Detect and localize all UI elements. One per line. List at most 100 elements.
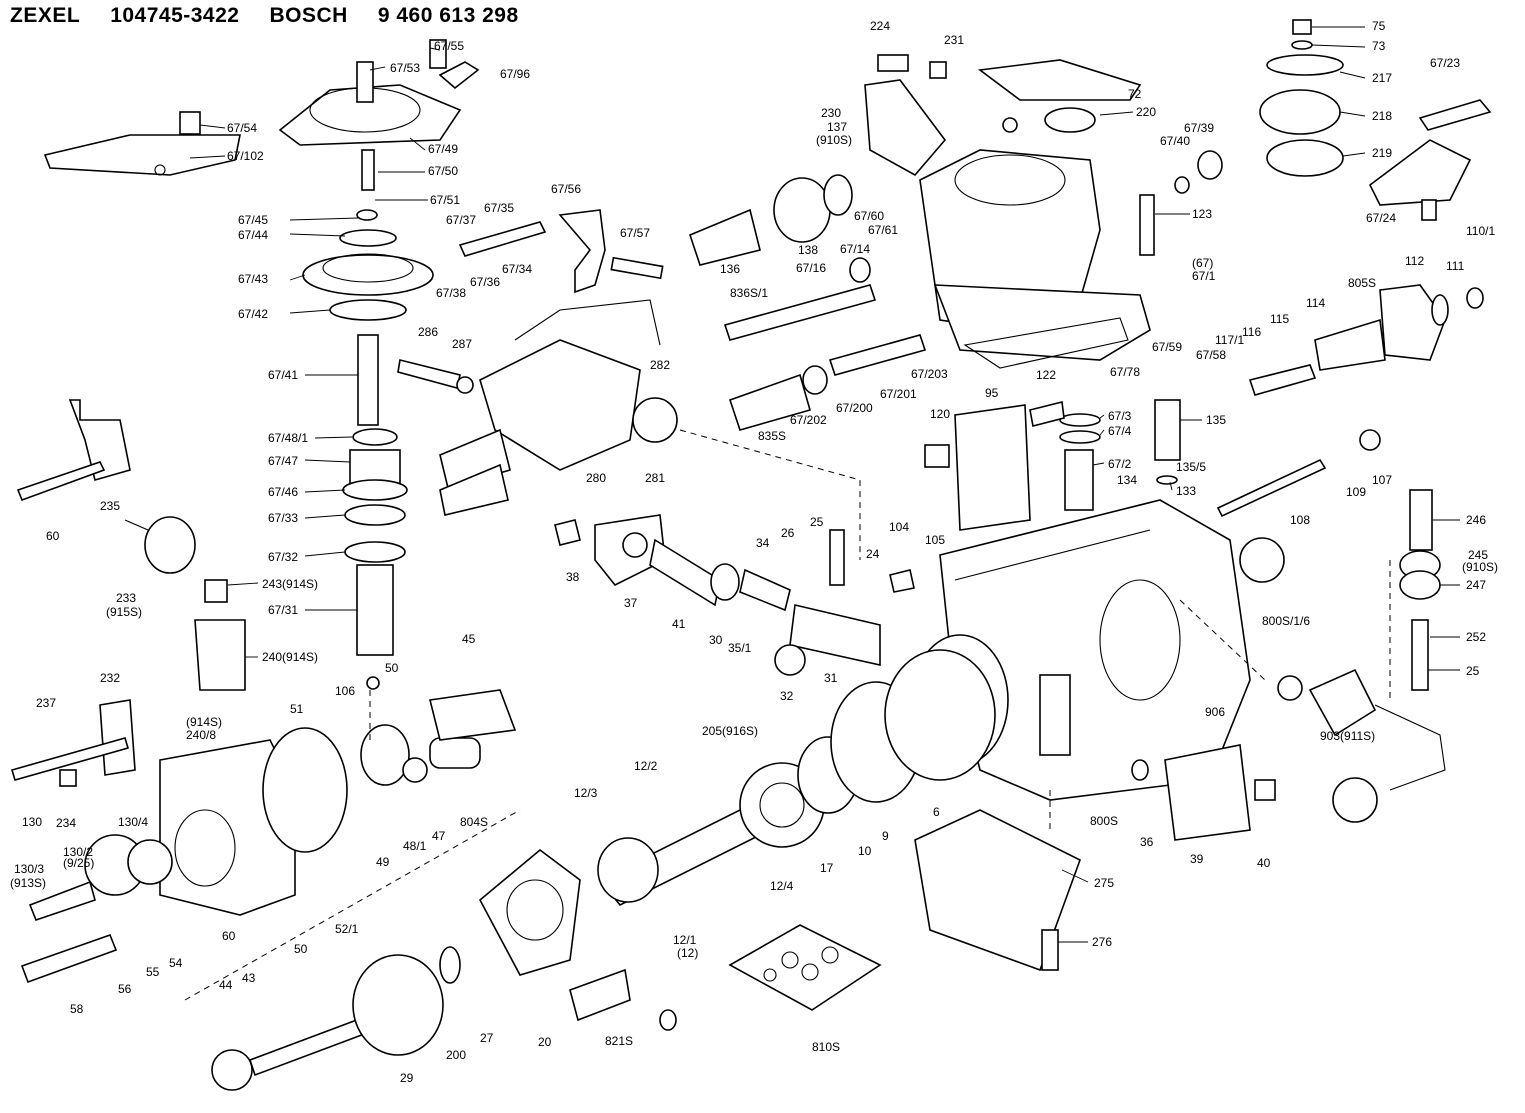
upper-housing xyxy=(864,54,1151,369)
part-callout-label: 55 xyxy=(146,965,160,979)
drive-end-housing xyxy=(11,699,348,916)
part-callout-label: 67/200 xyxy=(836,401,873,415)
part-callout-label: 44 xyxy=(219,978,233,992)
part-callout-label: 52/1 xyxy=(335,922,359,936)
part-callout-label: 115 xyxy=(1270,312,1290,326)
part-callout-label: 67/14 xyxy=(840,242,871,256)
right-side-parts xyxy=(1154,284,1484,823)
part-callout-label: 134 xyxy=(1117,473,1138,487)
part-callout-label: 245 xyxy=(1468,548,1489,562)
part-callout-label: 200 xyxy=(446,1048,467,1062)
part-callout-label: 12/4 xyxy=(770,879,794,893)
part-callout-label: 27 xyxy=(480,1031,494,1045)
governor-bracket xyxy=(43,111,241,176)
part-callout-label: 233 xyxy=(116,591,137,605)
part-callout-label: 60 xyxy=(222,929,236,943)
part-callout-label: 836S/1 xyxy=(730,286,769,300)
part-callout-label: 51 xyxy=(290,702,304,716)
part-callout-label: 800S xyxy=(1090,814,1119,828)
part-callout-label: 130/3 xyxy=(14,862,45,876)
part-callout-label: 67/102 xyxy=(227,149,264,163)
part-callout-label: 123 xyxy=(1192,207,1213,221)
part-callout-label: 12/2 xyxy=(634,759,658,773)
part-callout-label: 232 xyxy=(100,671,121,685)
part-callout-label: 133 xyxy=(1176,484,1197,498)
part-callout-label: 67/45 xyxy=(238,213,269,227)
part-callout-label: 217 xyxy=(1372,71,1393,85)
part-callout-label: 112 xyxy=(1405,254,1425,268)
part-callout-label: 246 xyxy=(1466,513,1487,527)
part-callout-label: 109 xyxy=(1346,485,1367,499)
part-callout-label: 43 xyxy=(242,971,256,985)
part-callout-label: (9/25) xyxy=(63,856,95,870)
part-callout-label: 231 xyxy=(944,33,965,47)
part-callout-label: 136 xyxy=(720,262,741,276)
part-callout-label: 72 xyxy=(1128,87,1142,101)
part-callout-label: 10 xyxy=(858,844,872,858)
part-callout-label: 67/78 xyxy=(1110,365,1141,379)
part-callout-label: 50 xyxy=(385,661,399,675)
part-callout-label: 17 xyxy=(820,861,834,875)
part-callout-label: 32 xyxy=(780,689,794,703)
part-callout-label: 67/42 xyxy=(238,307,269,321)
part-callout-label: 230 xyxy=(821,106,842,120)
part-callout-label: 67/3 xyxy=(1108,409,1132,423)
part-callout-label: 240(914S) xyxy=(262,650,319,664)
advance-piston-group xyxy=(360,689,517,786)
part-callout-label: 108 xyxy=(1290,513,1311,527)
part-callout-label: 810S xyxy=(812,1040,841,1054)
part-callout-label: 67/55 xyxy=(434,39,465,53)
part-callout-label: 281 xyxy=(645,471,666,485)
part-callout-label: 67/96 xyxy=(500,67,531,81)
part-callout-label: 12/1 xyxy=(673,933,697,947)
part-callout-label: 67/39 xyxy=(1184,121,1215,135)
drive-shaft-group xyxy=(211,681,922,1091)
part-callout-label: 224 xyxy=(870,19,891,33)
part-callout-label: 130/4 xyxy=(118,815,149,829)
part-callout-label: 67/203 xyxy=(911,367,948,381)
part-callout-label: 821S xyxy=(605,1034,634,1048)
part-callout-label: 34 xyxy=(756,536,770,550)
part-callout-label: 67/40 xyxy=(1160,134,1191,148)
part-callout-label: 67/53 xyxy=(390,61,421,75)
part-callout-label: 67/57 xyxy=(620,226,651,240)
part-callout-label: 218 xyxy=(1372,109,1393,123)
part-callout-label: 117/1 xyxy=(1215,333,1245,347)
part-callout-label: 40 xyxy=(1257,856,1271,870)
part-callout-label: 67/31 xyxy=(268,603,299,617)
governor-cover xyxy=(278,39,480,146)
part-callout-label: 54 xyxy=(169,956,183,970)
part-callout-label: 47 xyxy=(432,829,446,843)
part-callout-label: 130 xyxy=(22,815,43,829)
part-callout-label: 67/43 xyxy=(238,272,269,286)
part-callout-label: 219 xyxy=(1372,146,1393,160)
part-callout-label: 48/1 xyxy=(403,839,427,853)
part-callout-label: 114 xyxy=(1306,296,1326,310)
part-callout-label: 67/34 xyxy=(502,262,533,276)
part-callout-label: (913S) xyxy=(10,876,47,890)
part-callout-label: 67/59 xyxy=(1152,340,1183,354)
lever-housing xyxy=(397,299,678,516)
part-callout-label: 122 xyxy=(1036,368,1057,382)
part-callout-label: 67/49 xyxy=(428,142,459,156)
part-callout-label: 67/58 xyxy=(1196,348,1227,362)
part-callout-label: 282 xyxy=(650,358,671,372)
part-callout-label: 67/2 xyxy=(1108,457,1132,471)
part-callout-label: 67/33 xyxy=(268,511,299,525)
lever-56 xyxy=(458,209,664,294)
part-callout-label: 35/1 xyxy=(728,641,752,655)
part-callout-label: 67/23 xyxy=(1430,56,1461,70)
part-callout-label: 67/32 xyxy=(268,550,299,564)
cutoff-lever xyxy=(16,399,131,502)
seal-kit xyxy=(728,924,882,1011)
part-callout-label: 110/1 xyxy=(1466,224,1496,238)
part-callout-label: 130/2 xyxy=(63,845,94,859)
part-callout-label: 37 xyxy=(624,596,638,610)
part-callout-label: 67/60 xyxy=(854,209,885,223)
part-callout-label: 276 xyxy=(1092,935,1113,949)
part-callout-label: 903(911S) xyxy=(1320,729,1376,743)
part-callout-label: 67/38 xyxy=(436,286,467,300)
part-callout-label: 67/48/1 xyxy=(268,431,309,445)
part-callout-label: 45 xyxy=(462,632,476,646)
